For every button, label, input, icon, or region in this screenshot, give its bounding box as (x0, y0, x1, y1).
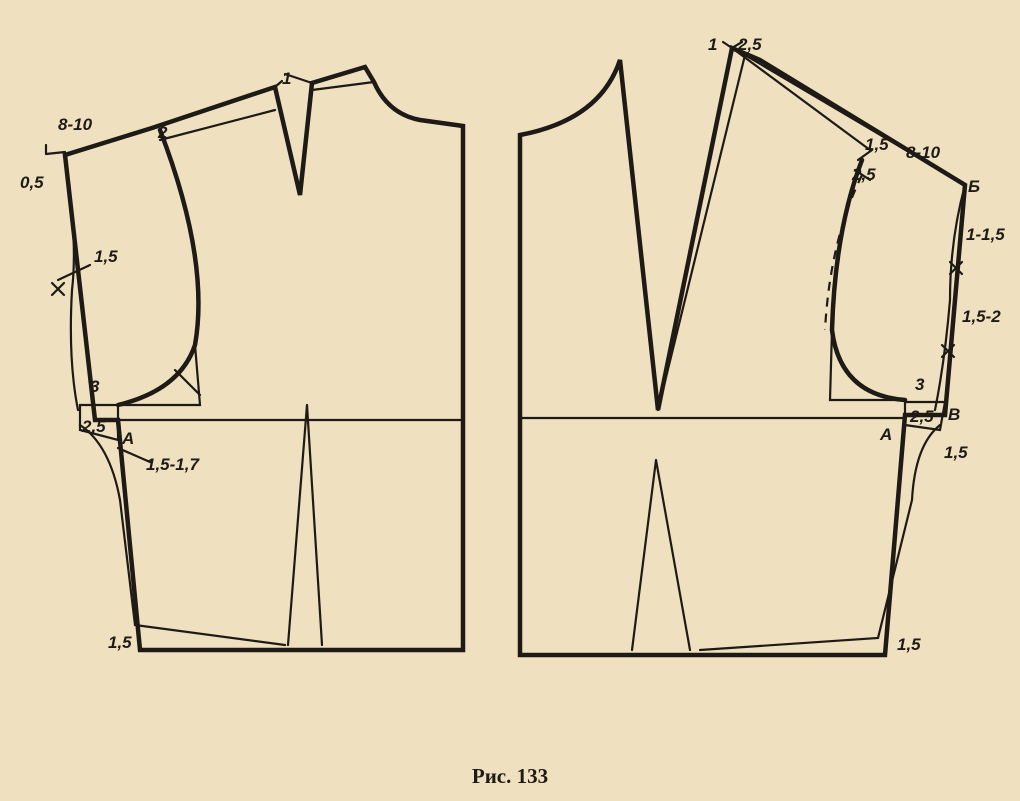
front-chest-dart (656, 53, 747, 412)
back-label-point-a: А (121, 429, 134, 448)
front-offset-mark-lower (940, 343, 956, 359)
back-shoulder-extension (44, 143, 67, 156)
back-label-side-raise: 3 (90, 377, 100, 396)
back-label-curve-offset: 1,5 (94, 247, 118, 266)
back-label-armhole-mark: 2 (157, 123, 168, 142)
front-label-neck-mark: 1 (708, 35, 717, 54)
back-label-hem-raise: 1,5 (108, 633, 132, 652)
back-neck-extension (283, 72, 314, 85)
back-pattern: 8-10 0,5 1 2 1,5 3 2,5 А 1,5-1,7 1,5 (20, 64, 466, 653)
front-offset-mark-upper (948, 260, 964, 276)
front-label-point-a: А (879, 425, 892, 444)
back-armhole-curve (115, 127, 201, 408)
front-side-seam (698, 423, 942, 652)
back-label-side-shift: 1,5-1,7 (146, 455, 200, 474)
back-waist-dart (286, 403, 324, 647)
back-label-neck-mark: 1 (282, 69, 291, 88)
front-armhole-guide (828, 328, 907, 402)
back-label-shoulder-ext: 8-10 (58, 115, 93, 134)
figure-caption: Рис. 133 (472, 764, 548, 788)
front-armhole-tick (853, 148, 874, 182)
front-armhole-outer (933, 183, 967, 412)
back-armhole-guide (116, 108, 277, 407)
front-label-armhole-depth: 2,5 (851, 165, 876, 184)
front-armhole-dashed (823, 174, 863, 331)
front-label-shoulder-ext: 8-10 (906, 143, 941, 162)
back-label-shoulder-edge: 0,5 (20, 173, 44, 192)
back-offset-mark (50, 263, 92, 297)
front-pattern: 1 2,5 1,5 2,5 8-10 Б 1-1,5 1,5-2 3 2,5 В… (517, 35, 1005, 658)
back-outline (62, 64, 466, 653)
front-label-armhole-mark: 1,5 (865, 135, 889, 154)
front-label-point-b: Б (968, 177, 980, 196)
front-label-neck-raise: 2,5 (737, 35, 762, 54)
front-label-lower-offset: 1,5-2 (962, 307, 1001, 326)
front-underarm-corner (903, 400, 947, 432)
back-side-leader (116, 446, 152, 464)
front-label-side-shift: 1,5 (944, 443, 968, 462)
front-shoulder-line (730, 46, 967, 187)
front-label-side-raise: 3 (915, 375, 925, 394)
back-label-armhole-depth: 2,5 (81, 417, 106, 436)
back-armhole-outer (63, 153, 80, 412)
front-neck-extension (721, 40, 744, 50)
front-armhole-curve (829, 157, 908, 403)
front-waist-dart (630, 458, 692, 652)
front-label-upper-offset: 1-1,5 (966, 225, 1005, 244)
front-outline (517, 44, 968, 658)
front-label-point-v: В (948, 405, 960, 424)
back-underarm-corner (78, 403, 120, 442)
front-label-side-depth: 2,5 (909, 407, 934, 426)
back-shoulder-line (273, 79, 376, 92)
front-label-hem-raise: 1,5 (897, 635, 921, 654)
